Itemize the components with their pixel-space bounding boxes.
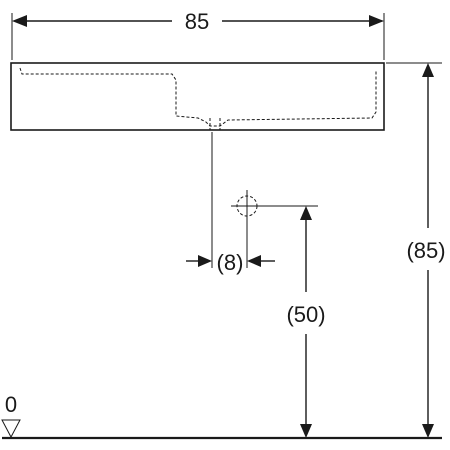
floor-level-marker-icon (1, 419, 21, 439)
total-height-dimension: (85) (386, 62, 446, 438)
drain-offset-dimension: (8) (186, 132, 275, 275)
floor-level: 0 (1, 392, 442, 440)
width-arrow-right (369, 15, 384, 27)
drain-height-arrow-bottom (300, 424, 312, 438)
width-label: 85 (185, 9, 209, 34)
floor-level-label: 0 (5, 392, 17, 417)
basin-outline (10, 62, 385, 131)
total-height-label: (85) (406, 238, 445, 263)
drain-height-arrow-top (300, 206, 312, 220)
total-height-arrow-bottom (422, 424, 434, 438)
offset-arrow-right (247, 255, 261, 267)
drain-height-label: (50) (286, 302, 325, 327)
offset-arrow-left (198, 255, 212, 267)
drain-height-dimension: (50) (286, 206, 326, 438)
drain-outlet-marker (231, 190, 318, 222)
width-arrow-left (12, 15, 27, 27)
offset-label: (8) (217, 250, 244, 275)
basin-inner-hidden-line (19, 67, 377, 127)
width-dimension: 85 (11, 9, 385, 60)
basin (10, 62, 385, 131)
total-height-arrow-top (422, 63, 434, 77)
